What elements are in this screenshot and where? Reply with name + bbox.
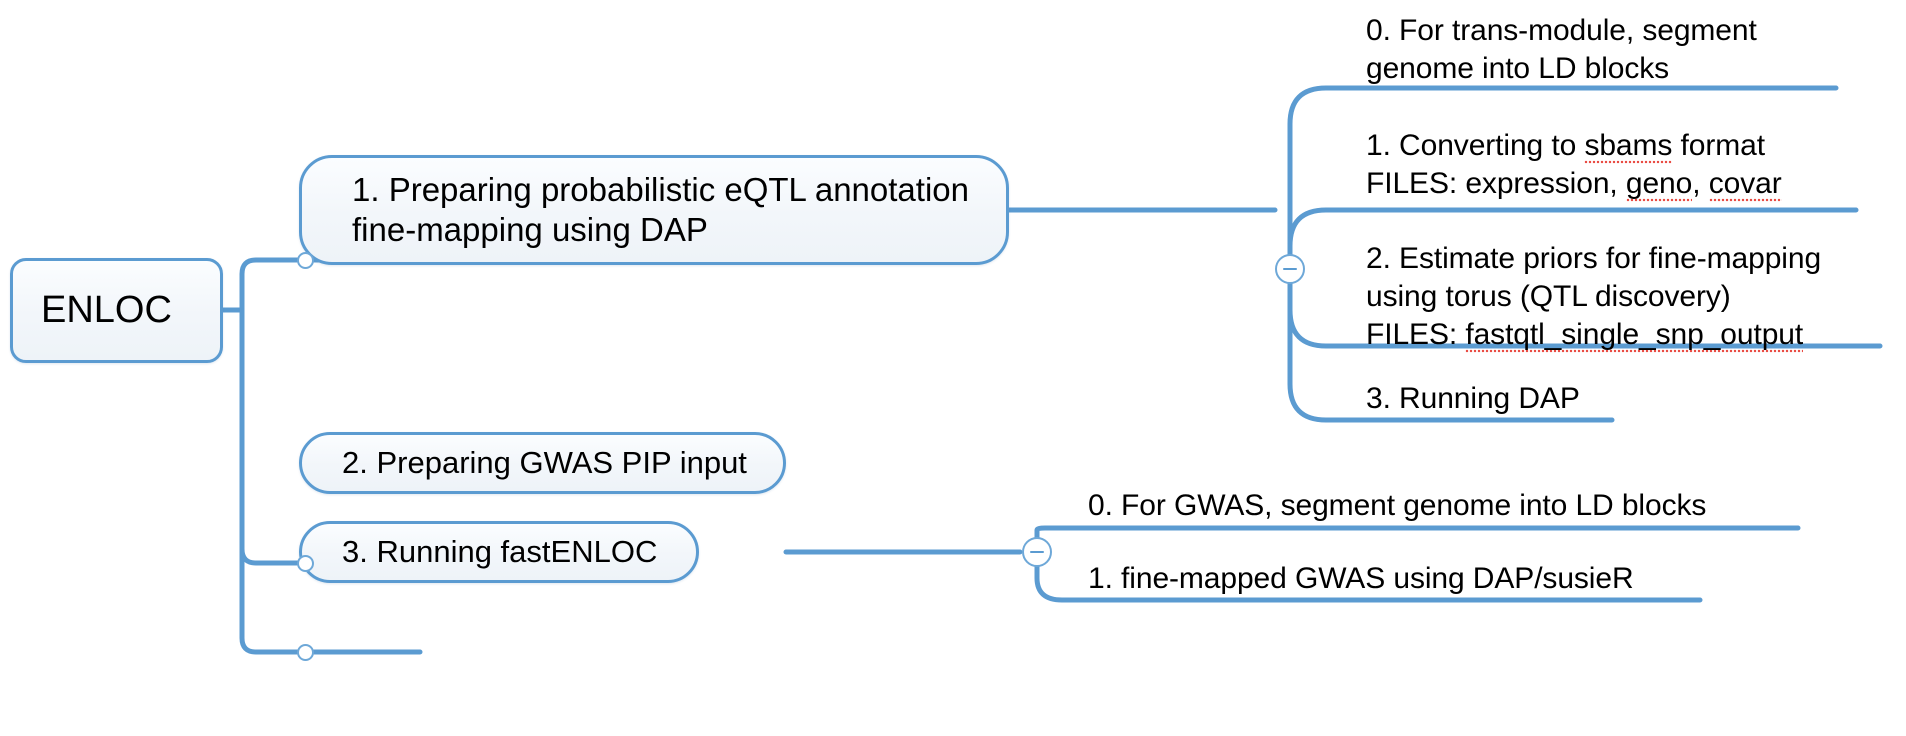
branch-node-1-label: 1. Preparing probabilistic eQTL annotati… [352, 170, 969, 248]
branch-node-2[interactable]: 2. Preparing GWAS PIP input [299, 432, 786, 494]
branch-node-2-label: 2. Preparing GWAS PIP input [342, 445, 747, 481]
root-node[interactable]: ENLOC [10, 258, 223, 363]
leaf-node-1-3[interactable]: 3. Running DAP [1366, 382, 1580, 415]
branch-node-3-label: 3. Running fastENLOC [342, 534, 658, 570]
trunk-junction-branch-2[interactable] [297, 555, 314, 572]
leaf-node-2-0[interactable]: 0. For GWAS, segment genome into LD bloc… [1088, 489, 1707, 522]
connector-leaf-2-0 [1034, 525, 1801, 543]
misspelled-word: sbams [1584, 129, 1673, 164]
misspelled-word: covar [1708, 166, 1782, 202]
minus-icon [1283, 267, 1297, 271]
branch-node-1[interactable]: 1. Preparing probabilistic eQTL annotati… [299, 155, 1009, 265]
trunk-junction-branch-3[interactable] [297, 644, 314, 661]
connector-trunk-down [239, 307, 300, 566]
collapse-toggle-branch-1[interactable] [1275, 254, 1305, 284]
root-node-label: ENLOC [41, 289, 172, 332]
branch-node-3[interactable]: 3. Running fastENLOC [299, 521, 699, 583]
collapse-toggle-branch-2[interactable] [1022, 537, 1052, 567]
connector-trunk [239, 257, 300, 313]
misspelled-word: geno [1625, 166, 1693, 202]
connector-trunk-lower [239, 560, 300, 655]
minus-icon [1030, 550, 1044, 554]
leaf-node-2-1[interactable]: 1. fine-mapped GWAS using DAP/susieR [1088, 562, 1634, 595]
misspelled-word: fastqtl_single_snp_output [1465, 317, 1804, 353]
trunk-junction-branch-1[interactable] [297, 252, 314, 269]
